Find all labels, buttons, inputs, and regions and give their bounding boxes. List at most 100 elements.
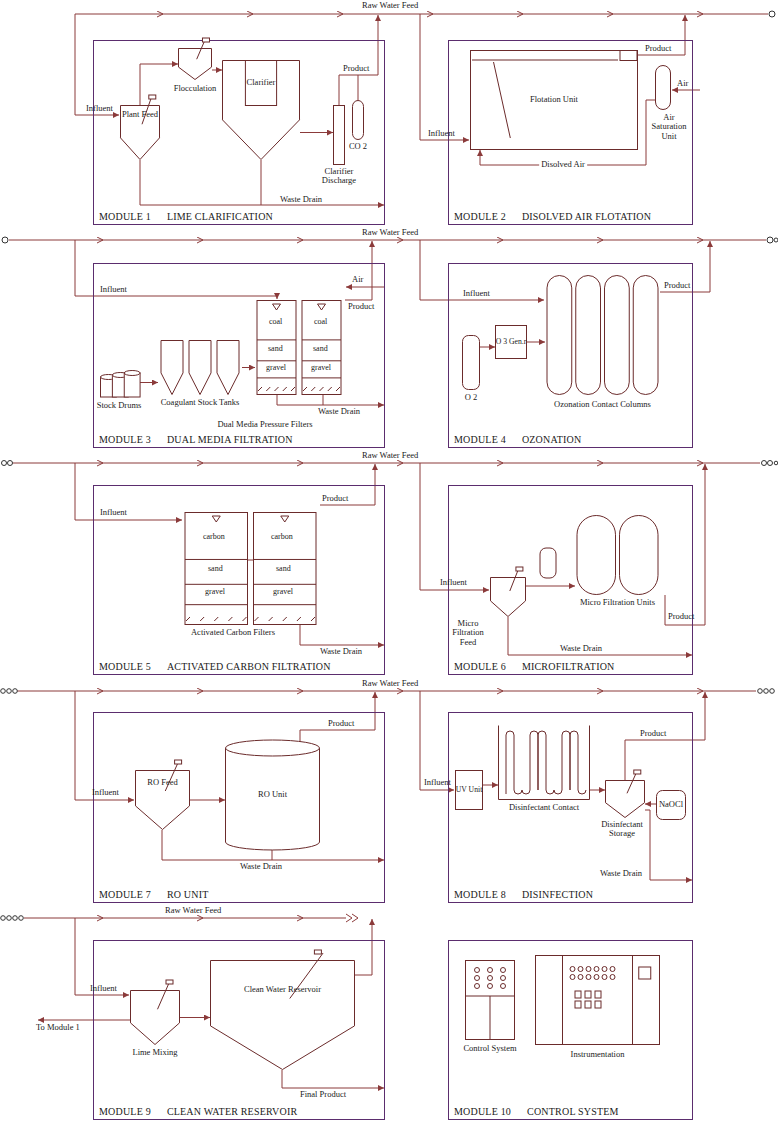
flow-label: Waste Drain — [280, 195, 322, 204]
equipment-outline — [100, 370, 138, 398]
pipe-line — [346, 287, 385, 288]
pipe-line — [19, 916, 24, 921]
flow-label: sand — [268, 345, 283, 354]
module-title-row: MODULE 5ACTIVATED CARBON FILTRATION — [99, 661, 331, 672]
pipe-line — [346, 914, 358, 922]
equipment-label: Control System — [455, 1044, 525, 1053]
equipment-outline — [352, 100, 364, 140]
pipe-line — [774, 461, 778, 465]
flow-label: gravel — [266, 364, 286, 373]
flow-connector — [242, 367, 255, 368]
module-title: MICROFILTRATION — [522, 661, 615, 672]
module-title-row: MODULE 9 CLEAN WATER RESERVOIR — [99, 1106, 297, 1117]
equipment-label: O 3 Gen.r — [495, 325, 527, 359]
pipe-line — [420, 14, 469, 140]
flow-label: Influent — [100, 508, 127, 517]
flow-label: Product — [322, 494, 348, 503]
equipment-label: Flocculation — [168, 84, 222, 93]
equipment-label: Instrumentation — [535, 1050, 660, 1059]
flow-connector — [526, 586, 575, 587]
pipe-line — [7, 916, 12, 921]
module-title: MODULE 4 — [454, 434, 506, 445]
equipment-node: NaOCl — [656, 790, 686, 820]
module-title: CLEAN WATER RESERVOIR — [167, 1106, 297, 1117]
module-title: MODULE 9 — [99, 1106, 151, 1117]
pipe-line — [665, 464, 705, 625]
module-title: MODULE 3 — [99, 434, 151, 445]
flow-label: Waste Drain — [600, 869, 642, 878]
equipment-node: Disinfectant Storage — [605, 780, 645, 818]
module-box: MODULE 8DISINFECTIONUV UnitDisinfectant … — [448, 712, 693, 903]
equipment-node: Ozonation Contact Columns — [545, 275, 660, 395]
connector-label: Disolved Air — [539, 160, 587, 169]
equipment-label: CO 2 — [346, 142, 370, 151]
pipe-line — [758, 689, 763, 694]
module-box: MODULE 10CONTROL SYSTEMControl SystemIns… — [448, 940, 693, 1120]
flow-connector — [180, 1017, 210, 1018]
module-title: MODULE 2 — [454, 211, 506, 222]
equipment-label: Disinfectant Contact — [498, 803, 590, 812]
equipment-node: Coagulant Stock Tanks — [158, 340, 242, 395]
flow-label: Waste Drain — [240, 862, 282, 871]
pipe-line — [272, 850, 273, 860]
equipment-node: Flocculation — [178, 48, 212, 80]
flow-label: Product — [348, 302, 374, 311]
flow-label: gravel — [311, 364, 331, 373]
flow-connector — [527, 342, 545, 343]
equipment-outline — [490, 577, 526, 617]
pipe-line — [75, 14, 119, 115]
equipment-node: Clarifier — [222, 60, 300, 160]
equipment-outline — [333, 105, 345, 165]
equipment-outline — [222, 60, 300, 160]
module-title-row: MODULE 8DISINFECTION — [454, 889, 593, 900]
equipment-label: Clarifier — [222, 78, 300, 87]
equipment-node: UV Unit — [455, 770, 483, 810]
pipe-line — [1, 689, 6, 694]
flow-label: Product — [645, 44, 671, 53]
flow-label: Waste Drain — [560, 644, 602, 653]
pipe-line — [323, 395, 324, 405]
equipment-outline — [183, 512, 320, 625]
flow-label: Influent — [100, 285, 127, 294]
equipment-label: UV Unit — [455, 770, 483, 810]
equipment-label: Activated Carbon Filters — [183, 628, 283, 637]
pipe-line — [345, 241, 372, 300]
module-title: DISOLVED AIR FLOTATION — [522, 211, 651, 222]
pipe-line — [638, 15, 685, 55]
pipe-line — [8, 461, 13, 466]
pipe-line — [764, 689, 769, 694]
module-title: MODULE 7 — [99, 889, 151, 900]
equipment-outline — [575, 515, 660, 595]
flow-label: Final Product — [300, 1090, 346, 1099]
pipe-line — [75, 691, 134, 800]
module-title-row: MODULE 4 OZONATION — [454, 434, 581, 445]
module-title: LIME CLARIFICATION — [167, 211, 273, 222]
equipment-outline — [655, 65, 671, 110]
pipe-line — [672, 90, 700, 91]
equipment-node: Control System — [465, 960, 515, 1040]
pipe-line — [9, 240, 766, 241]
flow-label: gravel — [205, 588, 225, 597]
pipe-line — [420, 463, 489, 590]
equipment-label: Clarifier Discharge — [311, 167, 367, 186]
equipment-label: RO Unit — [225, 740, 320, 850]
flow-label: Influent — [440, 578, 467, 587]
equipment-label: Micro Filtration Feed — [448, 619, 488, 647]
equipment-label: Plant Feed — [120, 110, 160, 119]
module-title-row: MODULE 3DUAL MEDIA FILTRATION — [99, 434, 293, 445]
pipe-line — [277, 395, 384, 405]
equipment-node: CO 2 — [352, 100, 364, 140]
equipment-node: Plant Feed — [120, 105, 160, 160]
module-box: MODULE 7RO UNITRO FeedRO Unit — [93, 712, 385, 903]
equipment-label: Stock Drums — [96, 401, 142, 410]
equipment-label: Micro Filtration Units — [575, 598, 660, 607]
equipment-outline — [462, 335, 480, 390]
equipment-label: Lime Mixing — [125, 1048, 185, 1057]
pipe-line — [355, 919, 372, 975]
module-title: OZONATION — [522, 434, 582, 445]
module-title: MODULE 6 — [454, 661, 506, 672]
pipe-line — [339, 15, 378, 105]
pipe-line — [261, 160, 262, 205]
pipe-line — [767, 237, 773, 243]
flow-connector — [140, 64, 178, 105]
